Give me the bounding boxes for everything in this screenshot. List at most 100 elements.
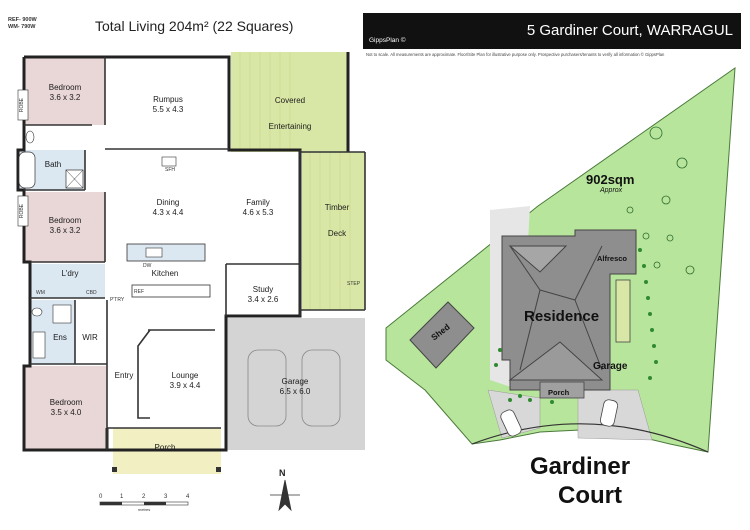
site-porch-label: Porch	[548, 388, 570, 397]
ref-line-1: REF- 900W	[8, 17, 37, 23]
room-label-porch: Porch	[140, 443, 190, 453]
room-name: Covered	[274, 96, 306, 105]
scale-bar	[99, 501, 189, 506]
room-name: WIR	[82, 333, 98, 342]
toilet-1	[25, 130, 35, 144]
room-name: Porch	[154, 443, 176, 452]
dw-label: DW	[143, 263, 152, 269]
bathtub	[18, 151, 36, 189]
room-name: Bath	[44, 160, 62, 169]
robe-label-1: ROBE	[19, 98, 25, 113]
room-name: Family	[246, 198, 270, 207]
room-name: Bedroom	[48, 216, 82, 225]
site-garage-label: Garage	[593, 361, 628, 372]
room-name: Entry	[114, 371, 134, 380]
room-label-bedroom-3: Bedroom 3.5 x 4.0	[36, 398, 96, 418]
street-line-2: Court	[558, 482, 622, 509]
room-label-family: Family 4.6 x 5.3	[225, 198, 291, 218]
room-label-study: Study 3.4 x 2.6	[238, 285, 288, 305]
compass-north-label: N	[279, 468, 286, 478]
room-label-garage: Garage 6.5 x 6.0	[265, 377, 325, 397]
floor-plan	[16, 52, 366, 512]
cbd-label: CBD	[86, 290, 97, 296]
bedroom1-fill	[24, 57, 105, 125]
alfresco-label: Alfresco	[597, 254, 628, 263]
robe-1	[17, 89, 29, 121]
scale-tick-1: 1	[120, 494, 124, 500]
room-size: 5.5 x 4.3	[152, 105, 184, 114]
site-area: 902sqm	[586, 172, 635, 187]
room-name: Study	[252, 285, 274, 294]
trees	[626, 126, 695, 275]
room-name: Ens	[53, 333, 67, 342]
rumpus-fill	[107, 57, 229, 149]
room-name: Lounge	[171, 371, 199, 380]
garage-cars	[247, 349, 341, 427]
kitchen-sink	[145, 247, 163, 258]
ref-text: REF- 900W WM- 790W	[8, 17, 37, 31]
room-name: Garage	[281, 377, 309, 386]
address-banner: 5 Gardiner Court, WARRAGUL GippsPlan ©	[363, 13, 741, 49]
room-size: Entertaining	[268, 122, 312, 131]
compass	[270, 479, 300, 512]
scale-tick-0: 0	[99, 494, 103, 500]
bedroom2-fill	[24, 192, 105, 262]
ref-line-2: WM- 790W	[8, 24, 36, 30]
room-size: 3.4 x 2.6	[247, 295, 279, 304]
alfresco-area	[615, 279, 631, 343]
scale-tick-3: 3	[164, 494, 168, 500]
room-name: Bedroom	[48, 83, 82, 92]
inner-walls	[24, 57, 366, 450]
room-size: 3.6 x 3.2	[49, 226, 81, 235]
room-label-ensuite: Ens	[48, 333, 72, 343]
deck-hatching	[239, 52, 351, 310]
garage-fill	[226, 318, 365, 450]
scale-tick-2: 2	[142, 494, 146, 500]
porch-columns	[112, 467, 221, 472]
residence-label: Residence	[524, 308, 600, 325]
robe-2	[17, 195, 29, 227]
room-label-bedroom-2: Bedroom 3.6 x 3.2	[35, 216, 95, 236]
room-label-lounge: Lounge 3.9 x 4.4	[155, 371, 215, 391]
room-label-laundry: L'dry	[55, 269, 85, 279]
room-label-bedroom-1: Bedroom 3.6 x 3.2	[35, 83, 95, 103]
laundry-fill	[30, 264, 105, 298]
room-label-rumpus: Rumpus 5.5 x 4.3	[135, 95, 201, 115]
scale-tick-4: 4	[186, 494, 190, 500]
residence-roof	[501, 229, 637, 391]
street-line-1: Gardiner	[530, 453, 631, 480]
room-size: 3.5 x 4.0	[50, 408, 82, 417]
hedge-dots	[494, 248, 658, 404]
room-size: 4.6 x 5.3	[242, 208, 274, 217]
site-area-approx: Approx	[600, 187, 623, 194]
ref-fixture-label: REF	[134, 289, 144, 295]
kitchen-island	[126, 243, 206, 262]
room-size: 3.9 x 4.4	[169, 381, 201, 390]
kitchen-bench	[131, 284, 211, 298]
robe-label-2: ROBE	[19, 204, 25, 219]
room-label-entry: Entry	[108, 371, 140, 381]
room-name: Rumpus	[153, 95, 183, 104]
room-size: 3.6 x 3.2	[49, 93, 81, 102]
site-plan	[385, 66, 736, 453]
road-curve	[471, 423, 709, 453]
sfh-label: SFH	[165, 167, 175, 173]
ensuite-shower	[52, 304, 72, 324]
sfh-fixture	[161, 156, 177, 167]
step-label: STEP	[347, 281, 361, 287]
porch-roof	[539, 381, 585, 399]
total-living-title: Total Living 204m² (22 Squares)	[95, 18, 294, 34]
scale-unit: metres	[138, 507, 151, 512]
pantry-label: P'TRY	[110, 297, 125, 303]
shed-roof	[409, 301, 475, 369]
street-name: Gardiner Court	[530, 452, 630, 510]
room-name: Dining	[156, 198, 180, 207]
room-size: Deck	[327, 229, 347, 238]
room-name: Timber	[324, 203, 350, 212]
disclaimer-text: Not to scale. All measurements are appro…	[366, 52, 665, 57]
room-name: L'dry	[61, 269, 79, 278]
timber-deck-fill	[302, 152, 365, 310]
room-label-wir: WIR	[76, 333, 104, 343]
wm-label: WM	[36, 290, 45, 296]
site-cars	[500, 399, 619, 437]
